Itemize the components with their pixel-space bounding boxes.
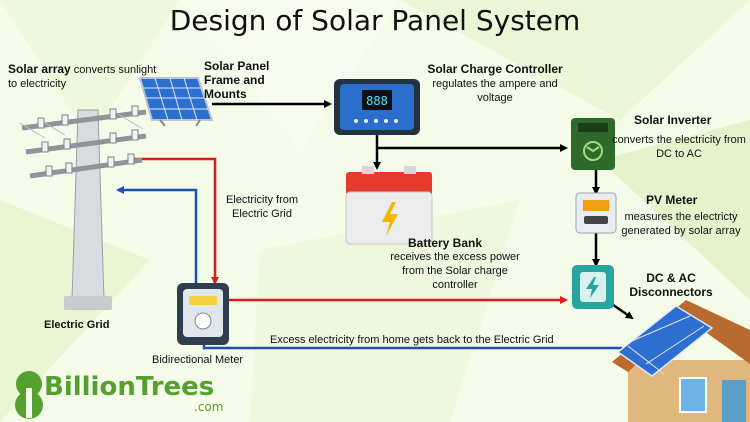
svg-text:888: 888	[366, 94, 388, 108]
house-icon	[612, 300, 750, 422]
solar-array-label: Solar array converts sunlight to electri…	[8, 62, 158, 91]
charge-controller-icon: 888	[334, 79, 420, 135]
solar-array-name: Solar array	[8, 62, 71, 76]
flow-to-grid-label: Excess electricity from home gets back t…	[270, 334, 554, 346]
logo-tree-icon	[15, 371, 43, 419]
pv-meter-desc: measures the electricty generated by sol…	[621, 211, 741, 237]
arrow-grid-to-meter	[130, 157, 219, 285]
flow-from-grid-label: Electricity from Electric Grid	[225, 194, 299, 220]
arrow-meter-to-grid	[116, 186, 198, 283]
bidirectional-meter-label: Bidirectional Meter	[152, 354, 244, 366]
bidirectional-meter-icon	[177, 283, 229, 345]
electric-grid-pylon	[19, 105, 147, 310]
inverter-icon	[571, 118, 615, 170]
charge-controller-desc: regulates the ampere and voltage	[432, 78, 558, 104]
solar-panel-icon	[138, 77, 214, 127]
pv-meter-name: PV Meter	[646, 193, 698, 207]
battery-desc: receives the excess power from the Solar…	[390, 251, 520, 291]
battery-name: Battery Bank	[408, 236, 483, 250]
inverter-desc: converts the electricity from DC to AC	[612, 134, 746, 160]
pv-meter-icon	[575, 192, 617, 234]
inverter-name: Solar Inverter	[634, 113, 712, 127]
disconnector-icon	[572, 265, 614, 309]
logo: BillionTrees .com	[8, 372, 223, 414]
disconnectors-name: DC & AC Disconnectors	[629, 271, 713, 299]
connection-lines	[116, 100, 634, 350]
electric-grid-label: Electric Grid	[44, 319, 110, 331]
charge-controller-name: Solar Charge Controller	[427, 62, 563, 76]
logo-text: BillionTrees	[44, 372, 215, 402]
solar-array-desc: converts sunlight to electricity	[8, 64, 157, 90]
battery-icon	[345, 166, 433, 245]
logo-suffix: .com	[194, 400, 224, 414]
diagram-title: Design of Solar Panel System	[169, 4, 581, 37]
frame-label: Solar Panel Frame and Mounts	[204, 59, 270, 101]
